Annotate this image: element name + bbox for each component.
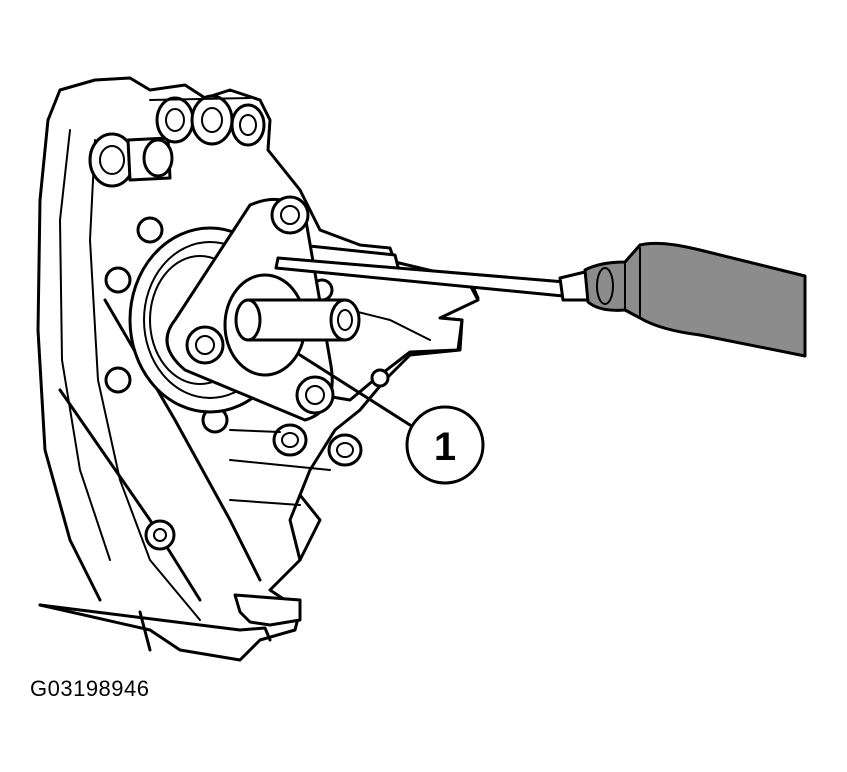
figure-code: G03198946	[30, 676, 150, 701]
callout-1: 1	[298, 353, 485, 485]
top-bosses	[88, 94, 266, 188]
callout-label: 1	[434, 425, 456, 469]
lower-bolts	[229, 423, 363, 467]
bearing-retainer-icon	[165, 195, 361, 422]
screwdriver-icon	[274, 241, 807, 358]
